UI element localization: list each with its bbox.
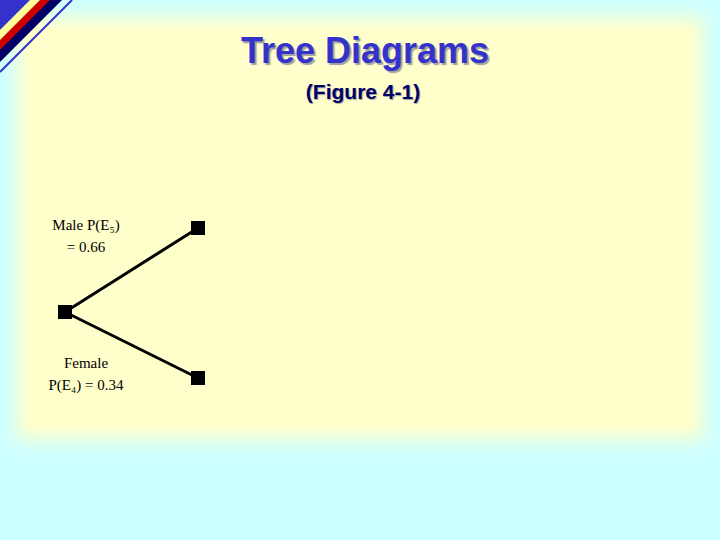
tree-node-square bbox=[58, 305, 72, 319]
figure-caption: (Figure 4-1) bbox=[3, 80, 720, 104]
corner-stripe bbox=[0, 0, 50, 50]
corner-stripe bbox=[0, 0, 62, 62]
tree-node-square bbox=[191, 221, 205, 235]
branch-probability-label: Male P(E₅) = 0.66 bbox=[50, 214, 122, 258]
corner-stripe bbox=[0, 0, 40, 40]
corner-stripe bbox=[0, 0, 72, 72]
branch-probability-label: Female P(E₄) = 0.34 bbox=[47, 352, 126, 396]
tree-node-square bbox=[191, 371, 205, 385]
slide-title: Tree Diagrams bbox=[5, 30, 720, 72]
corner-stripe bbox=[0, 0, 30, 30]
corner-stripes bbox=[0, 0, 72, 72]
